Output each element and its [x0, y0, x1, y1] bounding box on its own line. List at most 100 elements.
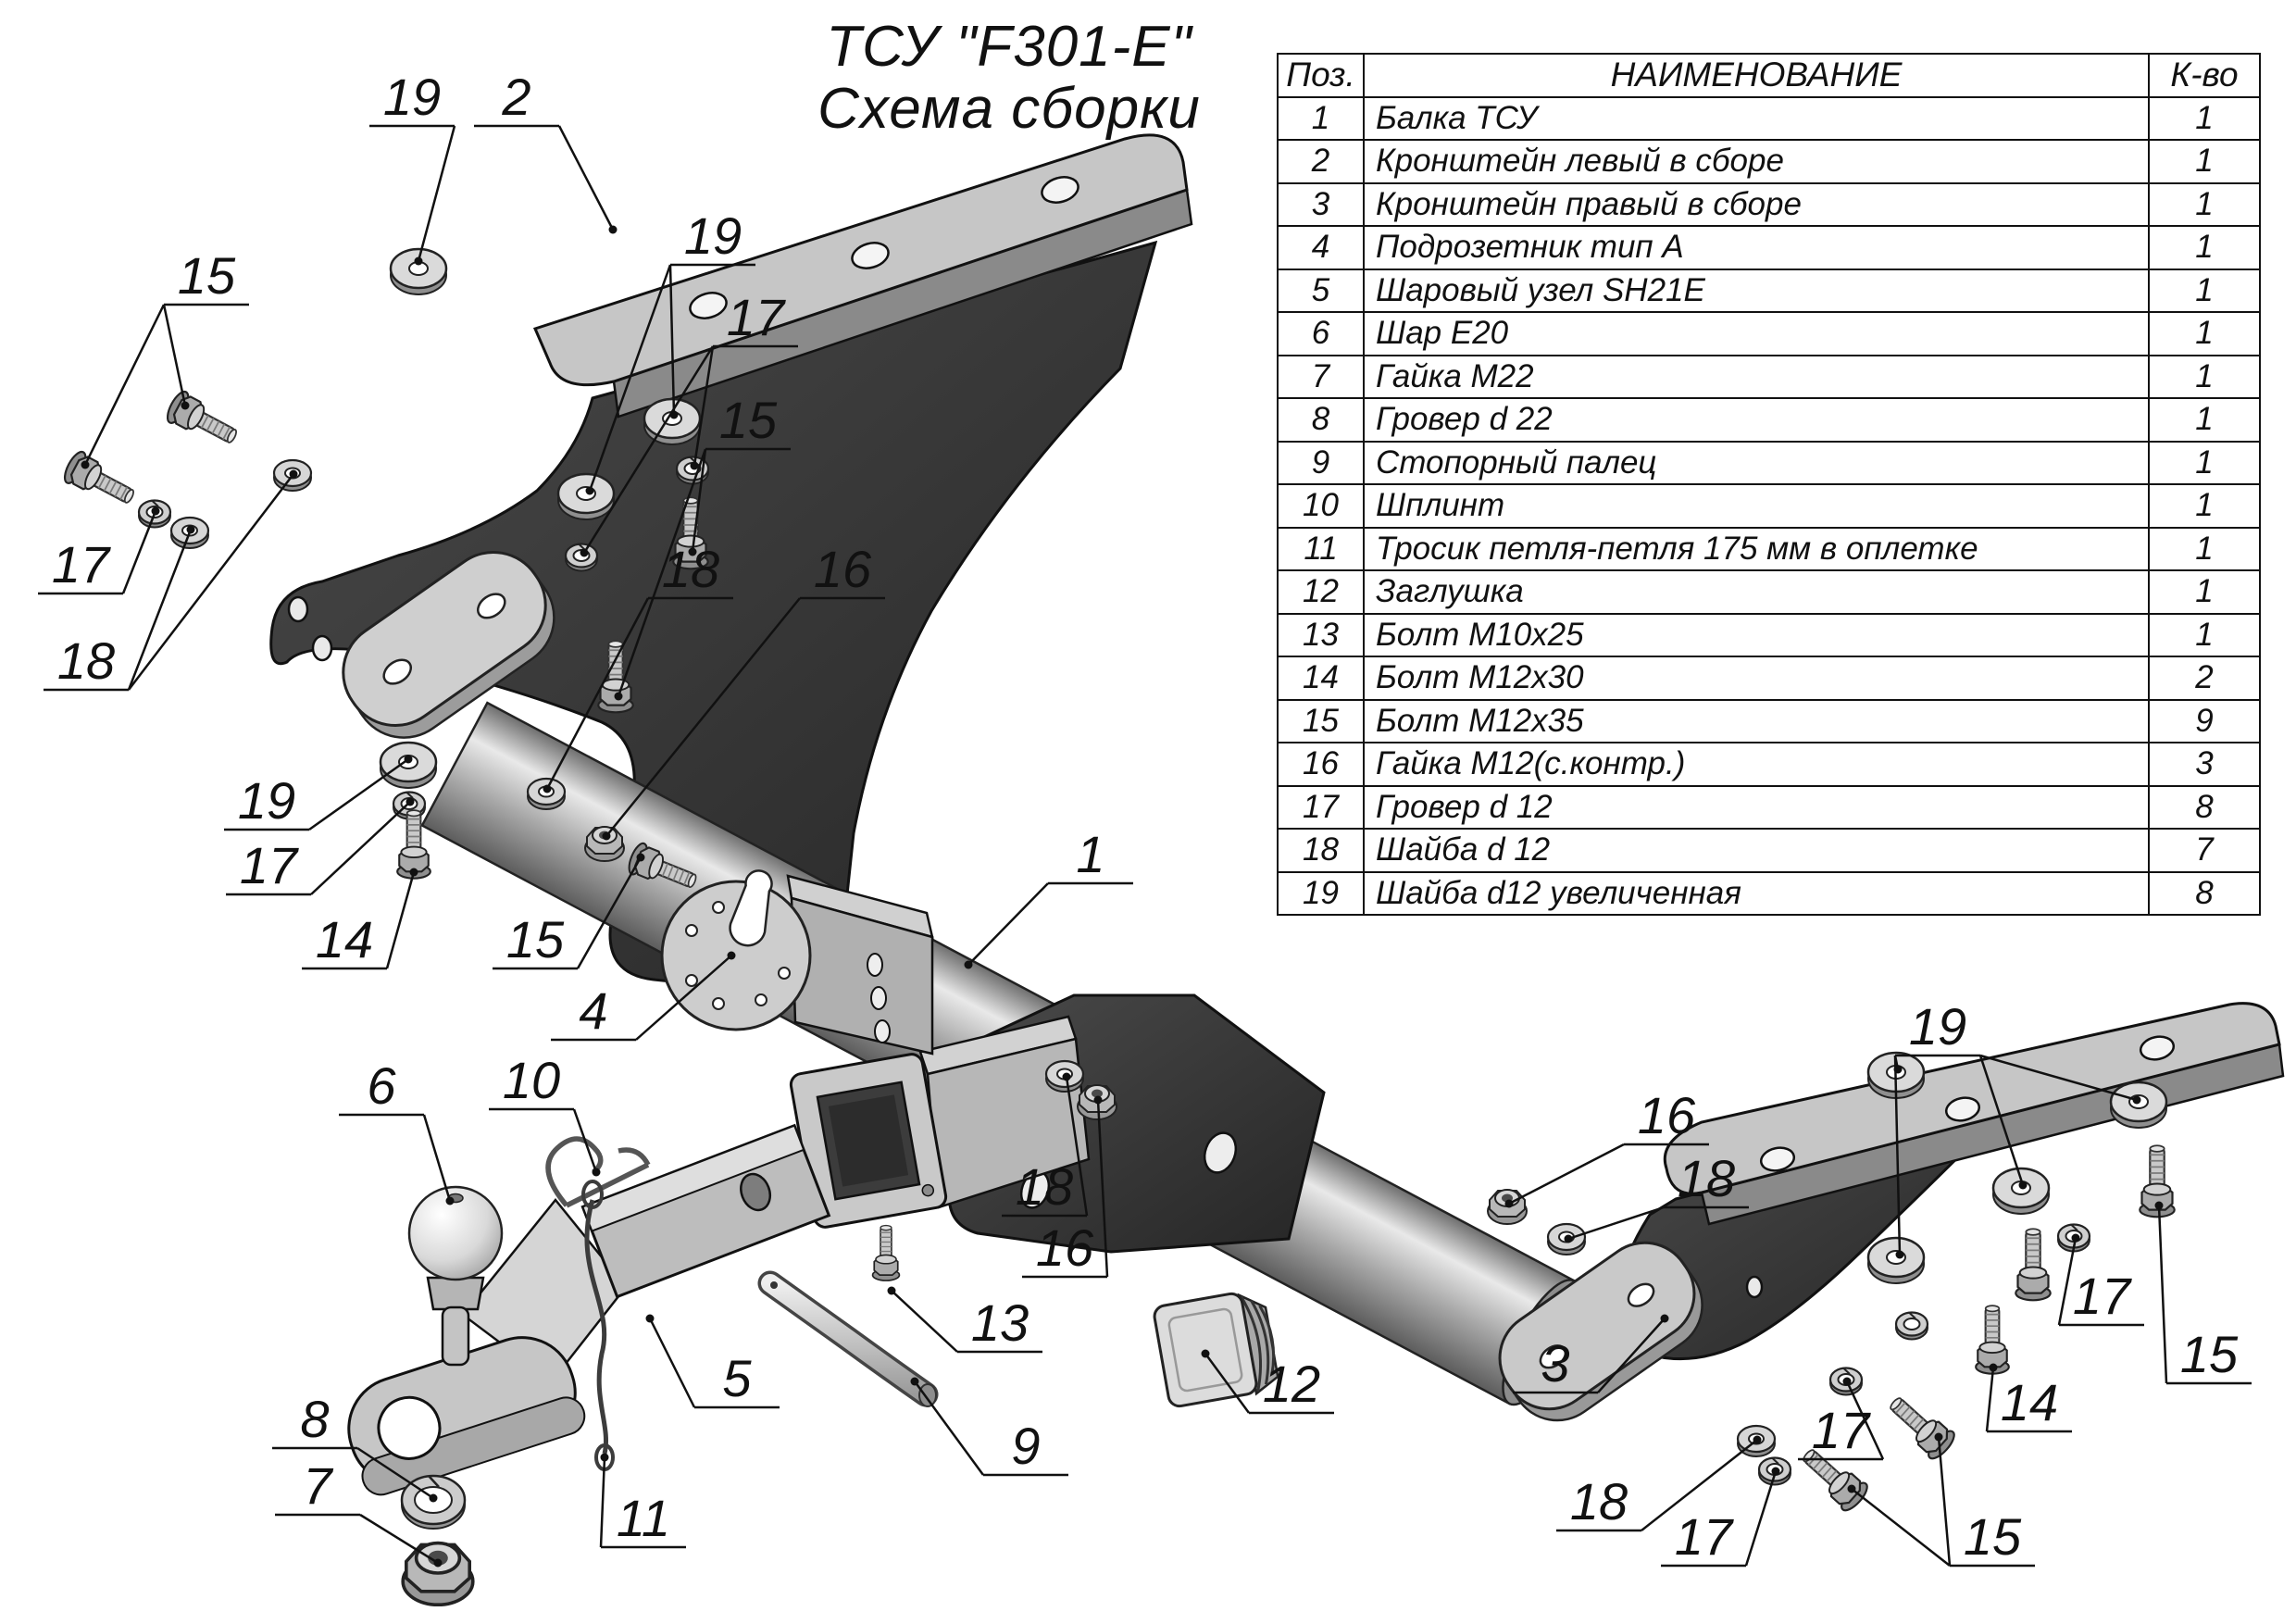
- callout-19: 19: [585, 206, 755, 495]
- cell-qty: 1: [2148, 225, 2261, 270]
- cell-name: Шплинт: [1363, 483, 2150, 529]
- cell-name: Шаровый узел SH21E: [1363, 268, 2150, 313]
- cell-pos: 2: [1277, 139, 1365, 184]
- part-washer-d12-large: [556, 472, 616, 521]
- callout-3: 3: [1513, 1314, 1669, 1394]
- callout-2: 2: [474, 68, 618, 234]
- callout-18: 18: [1556, 1435, 1762, 1532]
- callout-15: 15: [81, 246, 249, 469]
- cell-qty: 8: [2148, 870, 2261, 916]
- callout-number: 13: [971, 1293, 1029, 1352]
- part-nut-m12: [584, 826, 625, 862]
- header-qty: К-во: [2148, 53, 2261, 98]
- cell-name: Болт М12х35: [1363, 698, 2150, 743]
- callout-number: 15: [2180, 1325, 2239, 1383]
- drawing-title-line2: Схема сборки: [817, 76, 1201, 141]
- part-washer-d12-large: [2109, 1081, 2168, 1130]
- part-beam-end-plate-left: [342, 551, 555, 739]
- callout-number: 16: [814, 540, 872, 598]
- callout-number: 2: [501, 68, 530, 126]
- cell-qty: 2: [2148, 656, 2261, 701]
- cell-qty: 1: [2148, 440, 2261, 485]
- cell-qty: 1: [2148, 181, 2261, 227]
- cell-name: Стопорный палец: [1363, 440, 2150, 485]
- cell-pos: 12: [1277, 569, 1365, 615]
- callout-6: 6: [339, 1056, 455, 1206]
- callout-4: 4: [551, 951, 736, 1042]
- cell-qty: 1: [2148, 311, 2261, 356]
- cell-name: Шайба d 12: [1363, 828, 2150, 873]
- callout-9: 9: [910, 1377, 1068, 1477]
- part-washer-d12-large: [379, 741, 438, 790]
- callout-number: 3: [1541, 1334, 1569, 1393]
- cell-pos: 9: [1277, 440, 1365, 485]
- part-washer-d12-large: [389, 247, 448, 296]
- cell-name: Заглушка: [1363, 569, 2150, 615]
- cell-name: Тросик петля-петля 175 мм в оплетке: [1363, 526, 2150, 571]
- cell-qty: 1: [2148, 268, 2261, 313]
- callout-number: 14: [316, 910, 373, 968]
- cell-name: Шар Е20: [1363, 311, 2150, 356]
- callout-number: 7: [303, 1456, 333, 1515]
- cell-name: Гровер d 12: [1363, 784, 2150, 830]
- callout-17: 17: [2057, 1233, 2144, 1327]
- cell-qty: 9: [2148, 698, 2261, 743]
- callout-18: 18: [1002, 1072, 1089, 1218]
- callout-number: 14: [2001, 1373, 2058, 1431]
- callout-number: 19: [1909, 997, 1966, 1056]
- callout-8: 8: [272, 1390, 438, 1503]
- callout-17: 17: [226, 797, 415, 896]
- callout-18: 18: [1564, 1149, 1749, 1243]
- parts-table-header-row: Поз. НАИМЕНОВАНИЕ К-во: [1277, 53, 2261, 98]
- callout-number: 18: [1016, 1157, 1073, 1216]
- cell-pos: 11: [1277, 526, 1365, 571]
- part-left-bracket: [269, 133, 1193, 995]
- callout-number: 5: [722, 1349, 752, 1407]
- callout-number: 10: [503, 1051, 560, 1109]
- callout-18: 18: [543, 540, 733, 793]
- cell-pos: 16: [1277, 742, 1365, 787]
- cell-name: Болт М10х25: [1363, 612, 2150, 657]
- callout-number: 19: [383, 68, 441, 126]
- cell-pos: 18: [1277, 828, 1365, 873]
- callout-18: 18: [44, 469, 298, 692]
- callout-number: 6: [367, 1056, 396, 1115]
- callout-number: 1: [1076, 825, 1104, 883]
- callout-15: 15: [1847, 1432, 2035, 1568]
- callout-17: 17: [580, 288, 798, 557]
- callout-number: 17: [1812, 1401, 1871, 1459]
- cell-pos: 6: [1277, 311, 1365, 356]
- callout-12: 12: [1201, 1349, 1334, 1415]
- header-pos: Поз.: [1277, 53, 1365, 98]
- cell-name: Гровер d 22: [1363, 397, 2150, 443]
- callout-10: 10: [489, 1051, 601, 1177]
- callout-number: 16: [1638, 1086, 1696, 1144]
- callout-number: 18: [1678, 1149, 1735, 1207]
- callout-14: 14: [1985, 1363, 2072, 1433]
- cell-name: Кронштейн левый в сборе: [1363, 139, 2150, 184]
- callout-11: 11: [599, 1453, 686, 1549]
- callout-number: 16: [1036, 1218, 1094, 1277]
- part-socket-plate: [660, 869, 934, 1056]
- callout-number: 9: [1011, 1417, 1040, 1475]
- cell-qty: 8: [2148, 784, 2261, 830]
- left-bracket-web: [269, 240, 1158, 995]
- cell-pos: 4: [1277, 225, 1365, 270]
- cell-name: Гайка М12(с.контр.): [1363, 742, 2150, 787]
- cell-qty: 1: [2148, 397, 2261, 443]
- callout-1: 1: [964, 825, 1133, 969]
- cell-name: Кронштейн правый в сборе: [1363, 181, 2150, 227]
- callout-5: 5: [645, 1314, 780, 1409]
- callout-15: 15: [493, 853, 645, 970]
- header-name: НАИМЕНОВАНИЕ: [1363, 53, 2150, 98]
